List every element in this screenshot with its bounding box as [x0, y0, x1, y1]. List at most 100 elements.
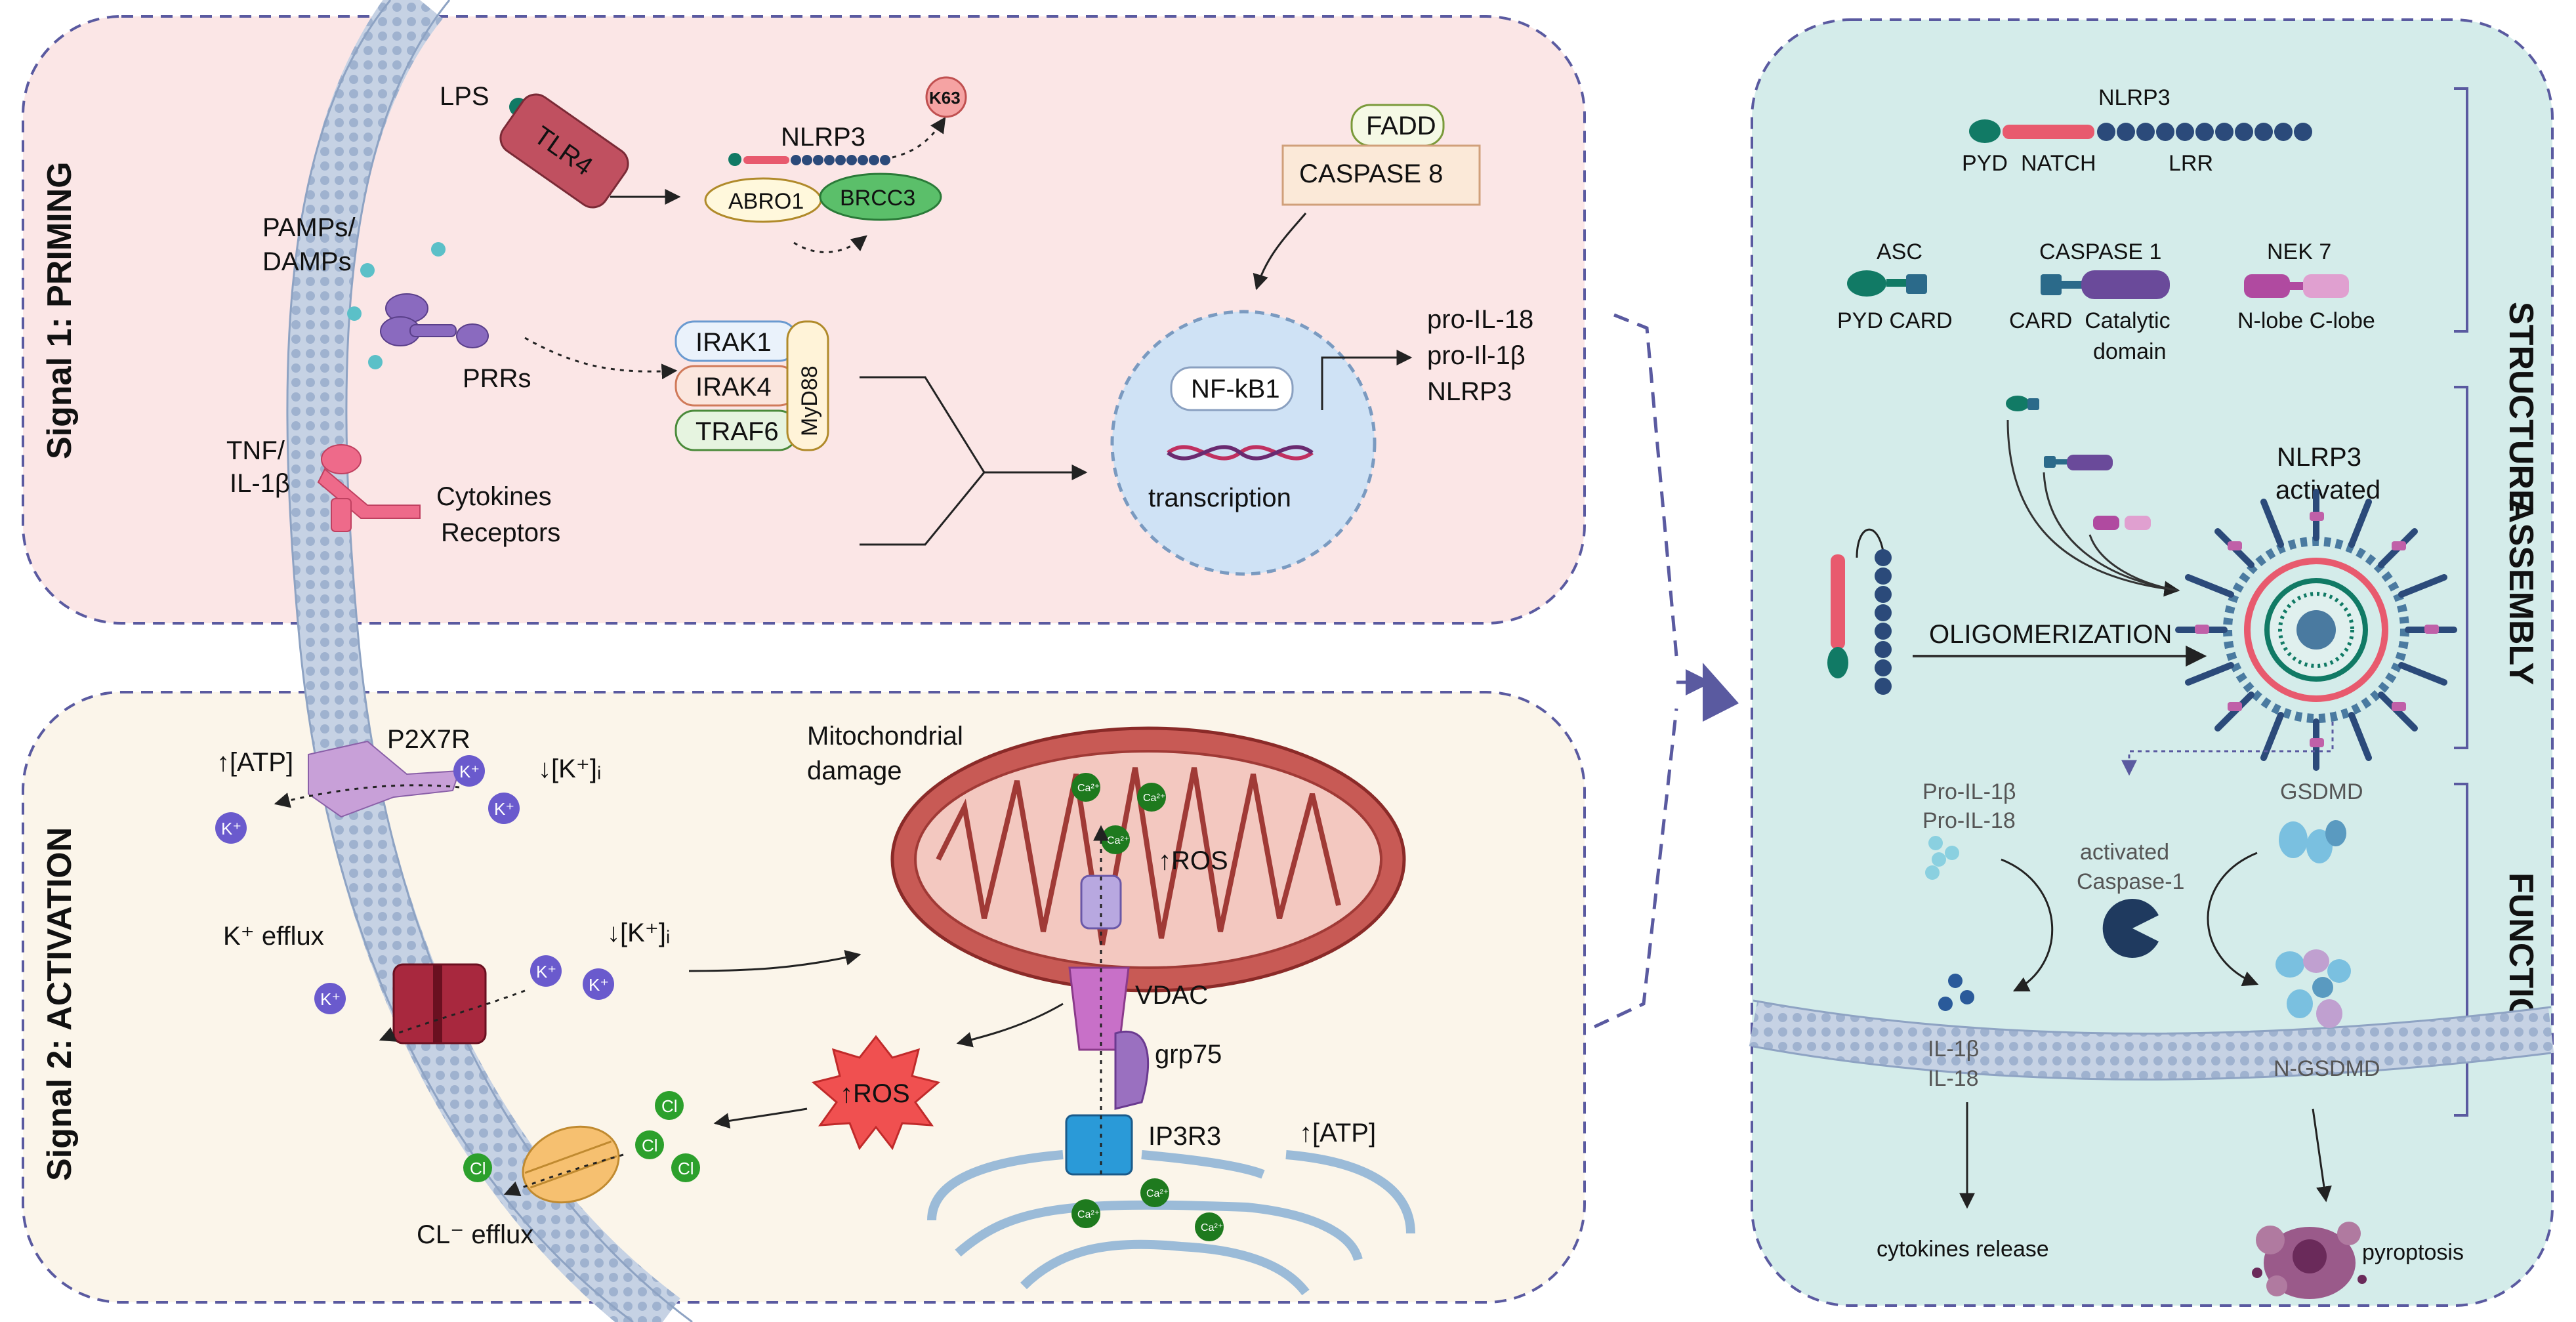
- k-ion: [215, 812, 247, 844]
- ca-ion-label: Ca²⁺: [1077, 1209, 1100, 1220]
- brcc3-box: [819, 173, 942, 221]
- grp75-label: grp75: [1155, 1040, 1222, 1069]
- cl-efflux-label: CL⁻ efflux: [417, 1220, 533, 1249]
- damps-label: DAMPs: [262, 247, 352, 276]
- nfkb1-label: NF-kB1: [1191, 375, 1280, 403]
- cl-ion: [463, 1153, 492, 1182]
- p2x7r-label: P2X7R: [387, 725, 470, 754]
- caspase1-pacman: [2102, 899, 2159, 958]
- lps-label: LPS: [440, 82, 489, 111]
- arrow-ros-cl: [713, 1107, 808, 1129]
- gsdmd-protein: [2279, 820, 2346, 863]
- pyd-label: PYD: [1962, 151, 2008, 176]
- asc-domains-label: PYD CARD: [1837, 308, 1953, 333]
- mature-il18-label: IL-18: [1928, 1066, 1979, 1091]
- mito-damage-label-1: Mitochondrial: [807, 722, 963, 751]
- arrow-cl-out: [503, 1153, 624, 1197]
- mito-damage-label-2: damage: [807, 756, 902, 785]
- arrow-vdac-ros: [956, 1002, 1064, 1048]
- pamp-dot: [368, 355, 383, 369]
- prr-receptor: [380, 293, 489, 348]
- caspase1-label: CASPASE 1: [2039, 239, 2161, 264]
- ki-top-label: ↓[K⁺]ᵢ: [538, 754, 601, 783]
- connector-bottom: [1593, 708, 1678, 1029]
- caspase1-mini: [2044, 455, 2113, 470]
- nek7-label: NEK 7: [2267, 239, 2331, 264]
- arrow-pro-mature: [2001, 858, 2054, 992]
- pamp-dot: [431, 242, 446, 257]
- tnf-label: TNF/: [226, 436, 285, 465]
- vdac-label: VDAC: [1135, 981, 1208, 1010]
- cytokines-release-label: cytokines release: [1877, 1237, 2049, 1262]
- inflammasome: [2175, 489, 2457, 771]
- myd88-label: MyD88: [797, 365, 822, 436]
- k-ion-label: K⁺: [494, 799, 514, 819]
- caspase1-domains-2: domain: [2093, 339, 2167, 364]
- fadd-label: FADD: [1366, 112, 1436, 140]
- cytokine-receptor: [317, 444, 421, 532]
- caspase8-box: [1281, 144, 1481, 206]
- irak4-label: IRAK4: [696, 373, 772, 402]
- caspase1-domains-1: CARD Catalytic: [2009, 308, 2171, 333]
- k-ion-label: K⁺: [221, 819, 241, 838]
- oligomerization-label: OLIGOMERIZATION: [1929, 620, 2172, 649]
- activated-caspase-label-2: Caspase-1: [2077, 869, 2184, 894]
- arrow-k-to-mito: [688, 949, 862, 972]
- pyroptotic-cell: [2252, 1222, 2367, 1299]
- ca-ion: [1137, 783, 1166, 812]
- asc-label: ASC: [1877, 239, 1922, 264]
- nfkb1-box: [1170, 366, 1294, 411]
- k-ion-label: K⁺: [589, 975, 609, 995]
- nlrp3-structure: [1969, 119, 2312, 143]
- pamp-dot: [347, 306, 362, 321]
- ca-ion-label: Ca²⁺: [1077, 783, 1100, 794]
- pro-cytokine-dots: [1925, 836, 1959, 880]
- cl-ion-label: Cl: [678, 1159, 694, 1178]
- nlrp3-top-label: NLRP3: [781, 123, 865, 152]
- il1b-label: IL-1β: [230, 469, 290, 498]
- ros-burst: [811, 1035, 941, 1150]
- mature-il1b-label: IL-1β: [1928, 1037, 1979, 1062]
- atp-right-label: ↑[ATP]: [1299, 1119, 1376, 1147]
- ip3r3-channel: [1065, 1114, 1133, 1176]
- right-membrane-line-bottom: [1753, 1045, 2552, 1081]
- nlrp3-mini: [728, 153, 890, 166]
- caspase1-structure: [2041, 270, 2170, 299]
- cl-ion-label: Cl: [470, 1159, 486, 1178]
- k-channel: [392, 963, 487, 1044]
- cl-ion-label: Cl: [642, 1136, 658, 1155]
- k-ion: [488, 793, 520, 824]
- k-ion-label: K⁺: [536, 962, 556, 981]
- arrow-gsdmd-cleave: [2207, 852, 2259, 987]
- ros-up-label: ↑ROS: [1158, 846, 1228, 875]
- right-membrane: [1749, 1001, 2554, 1080]
- function-bracket: [2454, 783, 2468, 1117]
- ki-mid-label: ↓[K⁺]ᵢ: [607, 919, 670, 947]
- arrow-asc-assembly: [2006, 419, 2180, 597]
- pyroptosis-label: pyroptosis: [2362, 1240, 2464, 1265]
- k-ion-label: K⁺: [459, 762, 480, 781]
- myd88-box: [786, 320, 829, 451]
- right-membrane-line-top: [1753, 999, 2552, 1035]
- k63-label: K63: [929, 88, 961, 108]
- nek7-mini: [2093, 516, 2151, 530]
- asc-mini: [2006, 396, 2039, 411]
- pamp-dot: [360, 263, 375, 278]
- k-ion-label: K⁺: [320, 989, 341, 1009]
- traf6-label: TRAF6: [696, 417, 779, 446]
- connector-top: [1613, 313, 1678, 657]
- ngsdmd-pore: [2275, 949, 2351, 1028]
- prrs-label: PRRs: [463, 364, 531, 393]
- brcc3-label: BRCC3: [840, 186, 915, 211]
- promoter-arrow: [1321, 350, 1413, 410]
- priming-panel: [22, 15, 1586, 625]
- activated-caspase-label-1: activated: [2080, 840, 2169, 865]
- cl-ion-label: Cl: [661, 1096, 678, 1116]
- product-2: pro-Il-1β: [1427, 341, 1526, 370]
- pro-il1b-label: Pro-IL-1β: [1922, 779, 2016, 804]
- cytokines-label: Cytokines: [436, 482, 552, 511]
- receptors-label: Receptors: [441, 518, 560, 547]
- cl-ion: [671, 1153, 700, 1182]
- asc-structure: [1847, 270, 1927, 297]
